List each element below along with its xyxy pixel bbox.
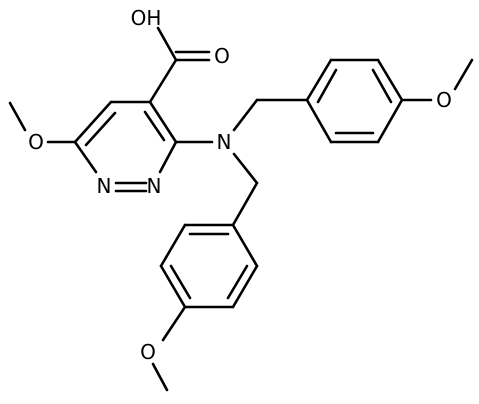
bond-ring-upper-1: [305, 58, 333, 102]
bond-c3-c4-inner: [143, 110, 166, 142]
methoxy-left: [8, 101, 77, 144]
amine-bonds: [174, 98, 259, 185]
bond-c6-n1: [73, 140, 98, 174]
bond-ring-upper-3: [376, 58, 404, 102]
atom-n2-label: N: [147, 174, 162, 198]
bond-ring-upper-6: [305, 98, 333, 144]
atom-n1-label: N: [97, 174, 112, 198]
bond-n2-c3: [158, 140, 178, 174]
bond-c3-c4: [148, 100, 178, 144]
bond-c-oh: [156, 26, 178, 62]
bond-ring-lower-3: [159, 264, 187, 309]
atom-o-methoxy-bottom-label: O: [140, 340, 156, 364]
bond-ring-o-bottom: [161, 305, 187, 342]
bond-ring-upper-4: [376, 98, 404, 144]
bond-n-ch2-upper: [232, 98, 259, 132]
benzene-ring-lower: [159, 181, 259, 309]
bond-ring-upper-1-inner: [316, 68, 338, 104]
bond-o-ch3-right: [453, 58, 474, 91]
bond-ring-lower-3-inner: [169, 264, 192, 300]
bond-c5-c6-inner: [84, 111, 117, 147]
methoxy-right: [400, 58, 474, 102]
carboxylic-acid-group: [148, 26, 211, 104]
atom-o-methoxy-left-label: O: [28, 130, 44, 154]
bond-ring-upper-3-inner: [371, 68, 393, 104]
bond-ring-lower-5-inner: [226, 264, 249, 300]
atom-o-methoxy-right-label: O: [436, 88, 452, 112]
bond-ring-lower-6: [231, 223, 259, 268]
atom-o-carbonyl-label: O: [214, 44, 230, 68]
atom-n-amine-label: N: [217, 130, 232, 154]
methoxy-bottom: [151, 305, 187, 392]
atom-oh-label: OH: [131, 6, 162, 30]
bond-ch2-ring-lower: [231, 181, 259, 227]
bond-ring-lower-5: [231, 264, 259, 309]
pyridazine-ring: [73, 100, 178, 193]
bond-o-ch3-bottom: [151, 362, 169, 392]
bond-c4-cooh: [148, 58, 178, 104]
bond-o-ch3: [8, 101, 27, 132]
benzene-ring-upper: [255, 58, 404, 144]
bond-ring-lower-2: [159, 223, 187, 268]
bond-c5-c6: [73, 100, 113, 144]
bond-n-ch2-lower: [232, 152, 259, 185]
